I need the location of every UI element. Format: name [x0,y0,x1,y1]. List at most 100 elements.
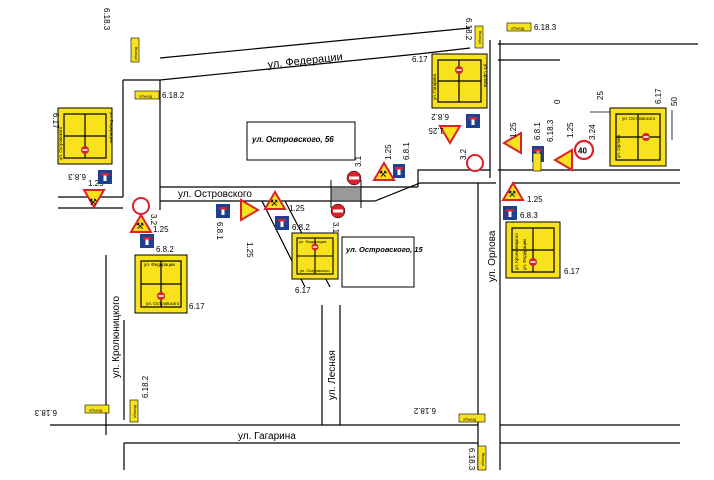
svg-text:ул. Федерации: ул. Федерации [109,112,114,143]
dead-end-sign-kroshnitskogo: 6.8.2 [140,234,174,254]
distance-25: 25 [596,91,605,100]
svg-text:объезд: объезд [511,26,525,31]
svg-text:объезд: объезд [480,452,485,466]
no-entry-sign-north: 3.1 [346,155,363,186]
detour-sign-gagarina-east: объезд 6.18.2 [413,406,486,423]
no-traffic-sign-west-code: 3.2 [149,214,158,226]
dead-end-sign-ostrovskogo-east-code: 6.8.1 [402,142,411,160]
street-label-orlova: ул. Орлова [487,230,498,282]
street-label-kroshnitskogo: ул. Кролюницкого [111,295,122,378]
dead-end-sign-center-1-code: 6.8.1 [215,222,224,240]
scheme-sign-east: ул. Островского ул. Орлова 6.17 50 [609,88,679,167]
detour-sign-top-right: объезд 6.18.3 [506,22,557,32]
speed-limit-sign: 40 3.24 [573,124,597,161]
building-ostrovskogo-56-label: ул. Островского, 56 [251,135,334,144]
detour-sign-federatsii-top-code: 6.18.2 [464,18,473,41]
roadworks-sign-west-code: 1.25 [88,179,104,188]
detour-sign-left-road: объезд 6.18.2 [134,90,185,100]
roadworks-sign-ostrovskogo-center-code: 1.25 [245,242,254,258]
no-traffic-sign-east: 3.2 [459,148,484,172]
svg-text:объезд: объезд [132,404,137,418]
roadworks-sign-ostrovskogo-east: ⚒ 1.25 [372,144,396,181]
detour-sign-federatsii-top: объезд 6.18.2 [464,18,484,49]
dead-end-sign-federatsii: 6.8.2 [431,112,480,128]
detour-sign-gagarina-west-code: 6.18.3 [34,408,57,417]
svg-text:ул. Федерации: ул. Федерации [522,239,527,270]
svg-text:ул. Федерации: ул. Федерации [144,262,175,267]
svg-text:ул. Островского: ул. Островского [146,301,180,306]
street-label-ostrovskogo: ул. Островского [178,189,252,200]
no-entry-sign-south-code: 3.1 [331,222,340,234]
dead-end-sign-orlova-south-code: 6.8.3 [520,211,538,220]
svg-text:объезд: объезд [477,30,482,44]
scheme-sign-center-code: 6.17 [295,286,311,295]
roadworks-sign-kroshnitskogo: ⚒ 1.25 [129,213,169,234]
roadworks-sign-federatsii-code: 1.25 [428,126,444,135]
svg-text:ул. Орлова: ул. Орлова [616,134,621,158]
dead-end-sign-west: 6.8.3 [68,170,112,184]
roadworks-sign-ostrovskogo-east-code: 1.25 [384,144,393,160]
dead-end-sign-orlova-south: 6.8.3 [503,206,538,220]
speed-limit-code: 3.24 [588,124,597,140]
svg-text:ул. Островского: ул. Островского [622,116,656,121]
no-traffic-sign-east-code: 3.2 [459,148,468,160]
scheme-sign-west-code: 6.17 [51,113,60,129]
road-ostrovskogo-north-edge-east [417,169,490,187]
detour-sign-gagarina-west: объезд 6.18.3 [34,404,110,417]
building-ostrovskogo-15-label: ул. Островского, 15 [345,245,423,254]
roadworks-sign-diagonal-code: 1.25 [289,204,305,213]
detour-sign-orlova-bottom-code: 6.18.3 [467,448,476,471]
distance-0: 0 [553,99,562,104]
dead-end-sign-orlova-north-code: 6.8.1 [533,122,542,140]
svg-text:ул. Орлова: ул. Орлова [483,64,488,88]
scheme-sign-federatsii-orlova: ул. Орлова ул. Гагарина 6.17 [412,53,488,109]
svg-text:объезд: объезд [89,408,103,413]
scheme-sign-kroshnitskogo: ул. Федерации ул. Островского 6.17 [134,254,205,314]
building-ostrovskogo-56: ул. Островского, 56 [246,121,356,161]
building-ostrovskogo-15: ул. Островского, 15 [341,236,423,288]
scheme-sign-orlova-south-code: 6.17 [564,267,580,276]
scheme-sign-center: ул. Федерации ул. Островского 6.17 [291,232,339,295]
svg-text:ул. Гагарина: ул. Гагарина [432,73,437,100]
detour-sign-orlova-north-code: 6.18.3 [546,119,555,142]
svg-text:ул. Федерации: ул. Федерации [299,239,326,244]
roadworks-sign-orlova-south-code: 1.25 [527,195,543,204]
detour-sign-top-left: объезд 6.18.3 [102,8,140,63]
roadworks-sign-west: ⚒ 1.25 [82,179,106,209]
roadworks-sign-east-40: 1.25 [553,122,575,172]
scheme-sign-federatsii-code: 6.17 [412,55,428,64]
svg-text:ул. Кролюницкого: ул. Кролюницкого [514,233,519,270]
svg-text:⚒: ⚒ [379,169,387,179]
svg-text:⚒: ⚒ [89,197,97,207]
svg-text:объезд: объезд [133,46,138,60]
dead-end-sign-kroshnitskogo-code: 6.8.2 [156,245,174,254]
roadworks-sign-federatsii: 1.25 [428,125,462,145]
dead-end-sign-diagonal: 6.8.2 [275,216,310,232]
svg-text:ул. Островского: ул. Островского [58,126,63,160]
no-entry-sign-south: 3.1 [330,203,346,234]
svg-text:⚒: ⚒ [136,221,144,231]
distance-50: 50 [670,97,679,106]
scheme-sign-kroshnitskogo-code: 6.17 [189,302,205,311]
svg-text:⚒: ⚒ [270,198,278,208]
no-traffic-sign-west: 3.2 [132,197,158,226]
svg-text:объезд: объезд [463,417,477,422]
dead-end-sign-west-code: 6.8.3 [68,172,86,181]
dead-end-sign-federatsii-code: 6.8.2 [431,112,449,121]
detour-sign-top-right-code: 6.18.3 [534,23,557,32]
detour-sign-kroshnitskogo: объезд 6.18.2 [129,375,150,423]
roadworks-sign-orlova-north: 1.25 [502,122,522,155]
dead-end-sign-center-1: 6.8.1 [215,204,230,240]
svg-text:ул. Островского: ул. Островского [300,268,330,273]
roadworks-sign-orlova-south: ⚒ 1.25 [501,181,543,204]
detour-sign-kroshnitskogo-code: 6.18.2 [141,375,150,398]
scheme-sign-west: ул. Островского ул. Федерации 6.17 [51,107,114,165]
roadworks-sign-ostrovskogo-center: 1.25 [240,198,260,258]
dead-end-sign-ostrovskogo-east: 6.8.1 [393,142,411,178]
detour-sign-gagarina-east-code: 6.18.2 [413,406,436,415]
detour-sign-orlova-bottom: объезд 6.18.3 [467,445,487,471]
svg-text:⚒: ⚒ [508,189,516,199]
closed-section-marker [330,186,362,202]
dead-end-sign-diagonal-code: 6.8.2 [292,223,310,232]
road-ostrovskogo-south-edge-east [374,182,496,202]
